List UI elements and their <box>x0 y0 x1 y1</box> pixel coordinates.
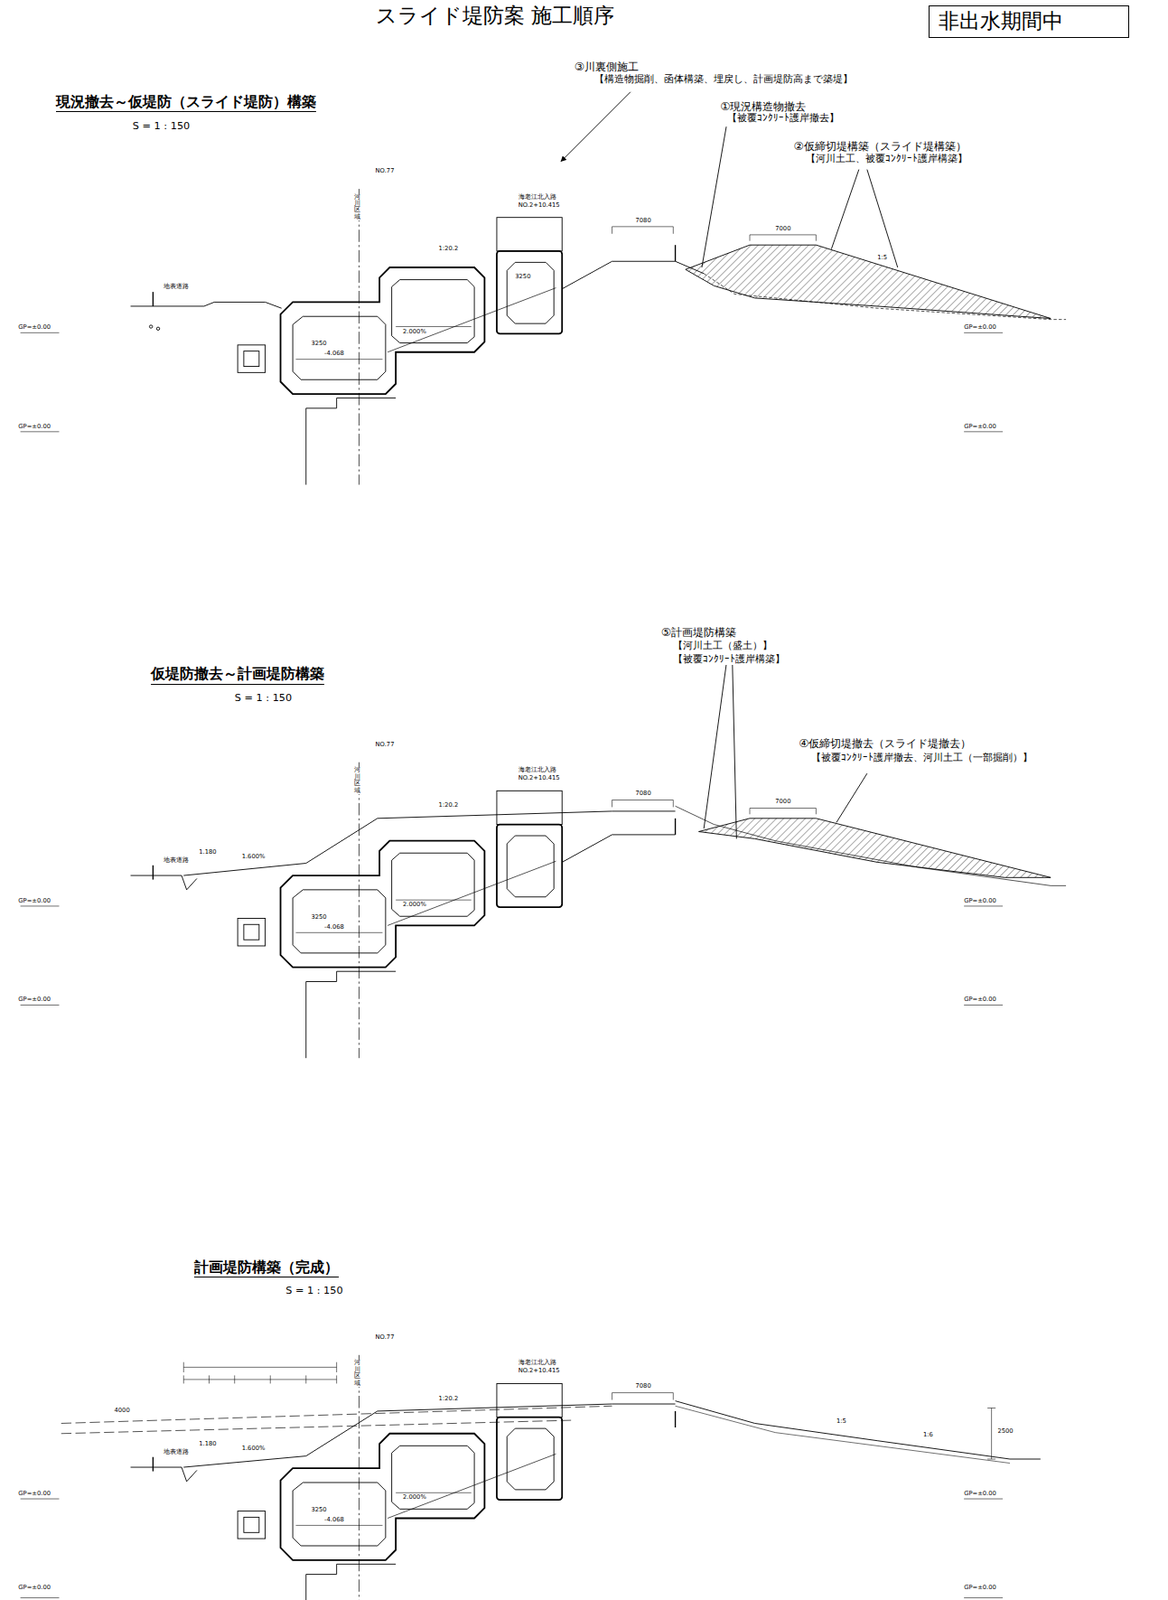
section-heading: 計画堤防構築（完成） <box>194 1259 339 1278</box>
station-label: NO.2+10.415 <box>518 775 561 783</box>
dimension-text: 4000 <box>113 1407 130 1415</box>
callout-text: 【被覆ｺﾝｸﾘｰﾄ護岸撤去、河川土工（一部掘削）】 <box>811 751 1033 764</box>
callout-text: 【被覆ｺﾝｸﾘｰﾄ護岸撤去】 <box>727 112 840 124</box>
dimension-text: 3250 <box>310 914 327 922</box>
area-label: 河川区域 <box>354 194 361 222</box>
slope-text: 1:20.2 <box>439 802 459 810</box>
area-label: 河川区域 <box>354 1359 361 1387</box>
slope-text: 1.600% <box>242 853 266 861</box>
dimension-text: 7080 <box>635 217 652 225</box>
dimension-text: 3250 <box>310 1506 327 1514</box>
callout-text: ③川裏側施工 <box>574 60 639 74</box>
callout-text: 【河川土工（盛土）】 <box>672 639 773 652</box>
scale-note: S = 1 : 150 <box>285 1284 343 1297</box>
station-label: NO.2+10.415 <box>518 202 561 210</box>
station-label: NO.2+10.415 <box>518 1367 561 1375</box>
datum-text: GP=±0.00 <box>18 1584 51 1592</box>
callout-text: 【被覆ｺﾝｸﾘｰﾄ護岸構築】 <box>672 653 785 665</box>
station-label: NO.77 <box>375 1334 395 1342</box>
callout-text: ④仮締切堤撤去（スライド堤撤去） <box>798 737 972 750</box>
section-heading: 現況撤去～仮堤防（スライド堤防）構築 <box>56 93 317 113</box>
dimension-text: 7080 <box>635 1382 652 1391</box>
callout-text: ②仮締切堤構築（スライド堤構築） <box>794 140 967 153</box>
station-label: NO.77 <box>375 741 395 749</box>
slope-text: 1:6 <box>923 1431 934 1439</box>
datum-text: GP=±0.00 <box>18 1490 51 1498</box>
ramp-label: 海老江北入路 <box>518 194 557 202</box>
road-label: 地表道路 <box>163 283 189 291</box>
callout-text: 【河川土工、被覆ｺﾝｸﾘｰﾄ護岸構築】 <box>805 152 968 165</box>
slope-text: 1:20.2 <box>439 245 459 253</box>
scale-note: S = 1 : 150 <box>132 120 190 132</box>
slope-text: 2.000% <box>402 1494 427 1502</box>
elevation-text: -4.068 <box>324 1516 345 1524</box>
slope-text: 1:5 <box>877 254 888 262</box>
callout-text: ⑤計画堤防構築 <box>661 626 737 639</box>
slope-text: 2.000% <box>402 328 427 337</box>
datum-text: GP=±0.00 <box>963 324 997 332</box>
slope-text: 1.600% <box>242 1445 266 1453</box>
area-label: 河川区域 <box>354 766 361 795</box>
datum-text: GP=±0.00 <box>963 1490 997 1498</box>
datum-text: GP=±0.00 <box>18 897 51 906</box>
slope-text: 2.000% <box>402 901 427 909</box>
slope-text: 1:5 <box>836 1418 847 1426</box>
callout-text: ①現況構造物撤去 <box>719 100 806 113</box>
section-heading: 仮堤防撤去～計画堤防構築 <box>150 665 325 684</box>
ramp-label: 海老江北入路 <box>518 766 557 775</box>
dimension-text: 2500 <box>997 1428 1013 1436</box>
elevation-text: -4.068 <box>324 924 345 932</box>
datum-text: GP=±0.00 <box>963 897 997 906</box>
dimension-text: 3250 <box>310 340 327 348</box>
datum-text: GP=±0.00 <box>963 1584 997 1592</box>
dimension-text: 7080 <box>635 790 652 798</box>
slope-text: 1.180 <box>198 849 216 857</box>
datum-text: GP=±0.00 <box>18 324 51 332</box>
ramp-label: 海老江北入路 <box>518 1359 557 1367</box>
datum-text: GP=±0.00 <box>963 423 997 431</box>
road-label: 地表道路 <box>163 857 189 865</box>
slope-text: 1.180 <box>198 1440 216 1449</box>
dimension-text: 7000 <box>775 225 791 234</box>
road-label: 地表道路 <box>163 1448 189 1457</box>
scale-note: S = 1 : 150 <box>234 691 292 704</box>
datum-text: GP=±0.00 <box>18 996 51 1004</box>
callout-text: 【構造物掘削、函体構築、埋戻し、計画堤防高まで築堤】 <box>594 73 853 85</box>
dimension-text: 3250 <box>514 273 531 281</box>
elevation-text: -4.068 <box>324 350 345 358</box>
datum-text: GP=±0.00 <box>18 423 51 431</box>
station-label: NO.77 <box>375 168 395 176</box>
title: スライド堤防案 施工順序 <box>375 4 615 29</box>
status-box: 非出水期間中 <box>928 5 1130 38</box>
dimension-text: 7000 <box>775 798 791 806</box>
slope-text: 1:20.2 <box>439 1395 459 1403</box>
box-text: 非出水期間中 <box>938 7 1064 36</box>
datum-text: GP=±0.00 <box>963 996 997 1004</box>
